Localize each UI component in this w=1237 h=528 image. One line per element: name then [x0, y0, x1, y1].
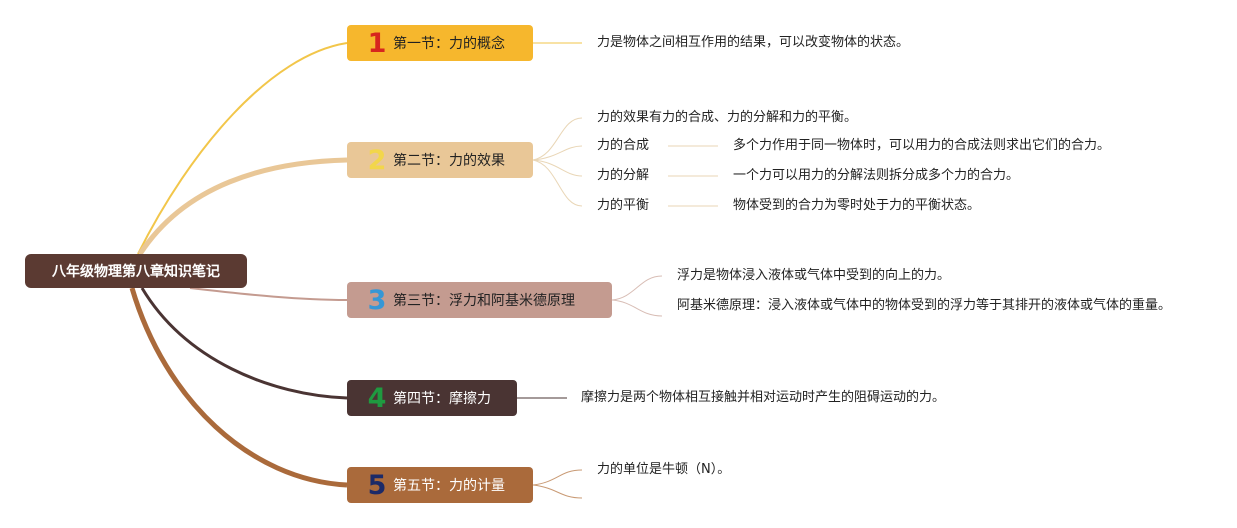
section-label-3: 第三节：浮力和阿基米德原理	[393, 293, 575, 309]
link-root-s5	[129, 287, 348, 488]
link-root-s3	[189, 287, 348, 301]
section-number-3: 3	[367, 284, 387, 316]
link-root-s1	[137, 42, 348, 255]
s3-item-1[interactable]: 浮力是物体浸入液体或气体中受到的向上的力。	[677, 268, 951, 283]
link-s2-item2	[532, 159, 583, 177]
link-s2-item1	[532, 145, 583, 161]
link-root-s2	[137, 157, 348, 256]
s2-item-3-desc[interactable]: 物体受到的合力为零时处于力的平衡状态。	[733, 198, 981, 213]
section-number-1: 1	[367, 27, 387, 59]
s2-item-2-label[interactable]: 力的分解	[597, 168, 650, 183]
section-label-2: 第二节：力的效果	[393, 153, 505, 169]
section-node-5[interactable]: 5 第五节：力的计量	[347, 467, 533, 503]
section-label-1: 第一节：力的概念	[393, 36, 505, 52]
s2-item-3-label[interactable]: 力的平衡	[597, 198, 650, 213]
link-s5-stub	[532, 484, 583, 499]
s2-intro-text[interactable]: 力的效果有力的合成、力的分解和力的平衡。	[597, 110, 858, 125]
link-s2-item3	[532, 159, 583, 207]
s2-item-1-label[interactable]: 力的合成	[597, 138, 650, 153]
link-s3-item1	[611, 275, 663, 301]
link-s2-intro	[532, 117, 583, 161]
section-label-5: 第五节：力的计量	[393, 478, 505, 494]
s5-leaf-text[interactable]: 力的单位是牛顿（N）。	[597, 462, 731, 477]
section-node-1[interactable]: 1 第一节：力的概念	[347, 25, 533, 61]
root-node[interactable]: 八年级物理第八章知识笔记	[25, 254, 247, 288]
section-number-5: 5	[367, 469, 387, 501]
s3-item-2[interactable]: 阿基米德原理：浸入液体或气体中的物体受到的浮力等于其排开的液体或气体的重量。	[677, 298, 1172, 313]
section-number-4: 4	[367, 382, 387, 414]
s2-item-2-desc[interactable]: 一个力可以用力的分解法则拆分成多个力的合力。	[733, 168, 1020, 183]
link-s5-leaf	[532, 469, 583, 486]
s4-leaf-text[interactable]: 摩擦力是两个物体相互接触并相对运动时产生的阻碍运动的力。	[581, 390, 946, 405]
s1-leaf-text[interactable]: 力是物体之间相互作用的结果，可以改变物体的状态。	[597, 35, 910, 50]
section-node-4[interactable]: 4 第四节：摩擦力	[347, 380, 517, 416]
link-s3-item2	[611, 299, 663, 317]
link-root-s4	[140, 287, 348, 400]
section-number-2: 2	[367, 144, 387, 176]
section-node-2[interactable]: 2 第二节：力的效果	[347, 142, 533, 178]
s2-item-1-desc[interactable]: 多个力作用于同一物体时，可以用力的合成法则求出它们的合力。	[733, 138, 1111, 153]
section-node-3[interactable]: 3 第三节：浮力和阿基米德原理	[347, 282, 612, 318]
section-label-4: 第四节：摩擦力	[393, 391, 491, 407]
